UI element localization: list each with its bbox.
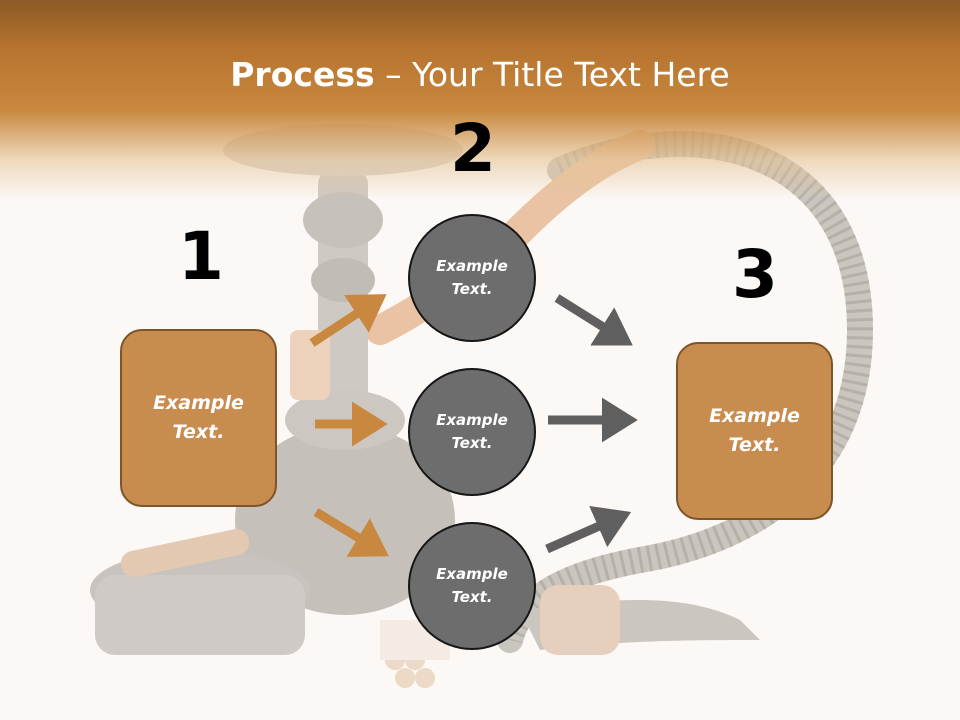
slide-title: Process – Your Title Text Here — [0, 52, 960, 98]
arrow-1-to-2c — [313, 508, 389, 557]
title-band — [0, 0, 960, 200]
step-2-circle-2-line-2: Text. — [451, 434, 493, 452]
arrow-2c-to-3 — [545, 505, 632, 554]
step-1-box: Example Text. — [120, 329, 277, 507]
arrow-2a-to-3 — [554, 294, 633, 346]
step-2-circle-2: Example Text. — [408, 368, 536, 496]
title-rest: – Your Title Text Here — [374, 55, 730, 94]
step-2-circle-1-line-1: Example — [436, 257, 508, 275]
step-2-circle-1-line-2: Text. — [451, 280, 493, 298]
step-3-text-line-1: Example — [709, 405, 800, 427]
step-2-circle-2-line-1: Example — [436, 411, 508, 429]
step-2-circle-1: Example Text. — [408, 214, 536, 342]
step-2-number: 2 — [450, 110, 496, 187]
step-3-text-line-2: Text. — [728, 434, 781, 456]
step-2-circle-3-line-1: Example — [436, 565, 508, 583]
arrow-1-to-2a — [309, 294, 387, 347]
step-2-circle-3: Example Text. — [408, 522, 536, 650]
step-2-circle-3-line-2: Text. — [451, 588, 493, 606]
step-1-number: 1 — [178, 218, 224, 295]
step-3-number: 3 — [732, 236, 778, 313]
title-main: Process — [230, 55, 375, 94]
step-3-box: Example Text. — [676, 342, 833, 520]
step-1-text-line-2: Text. — [172, 421, 225, 443]
step-1-text-line-1: Example — [153, 392, 244, 414]
